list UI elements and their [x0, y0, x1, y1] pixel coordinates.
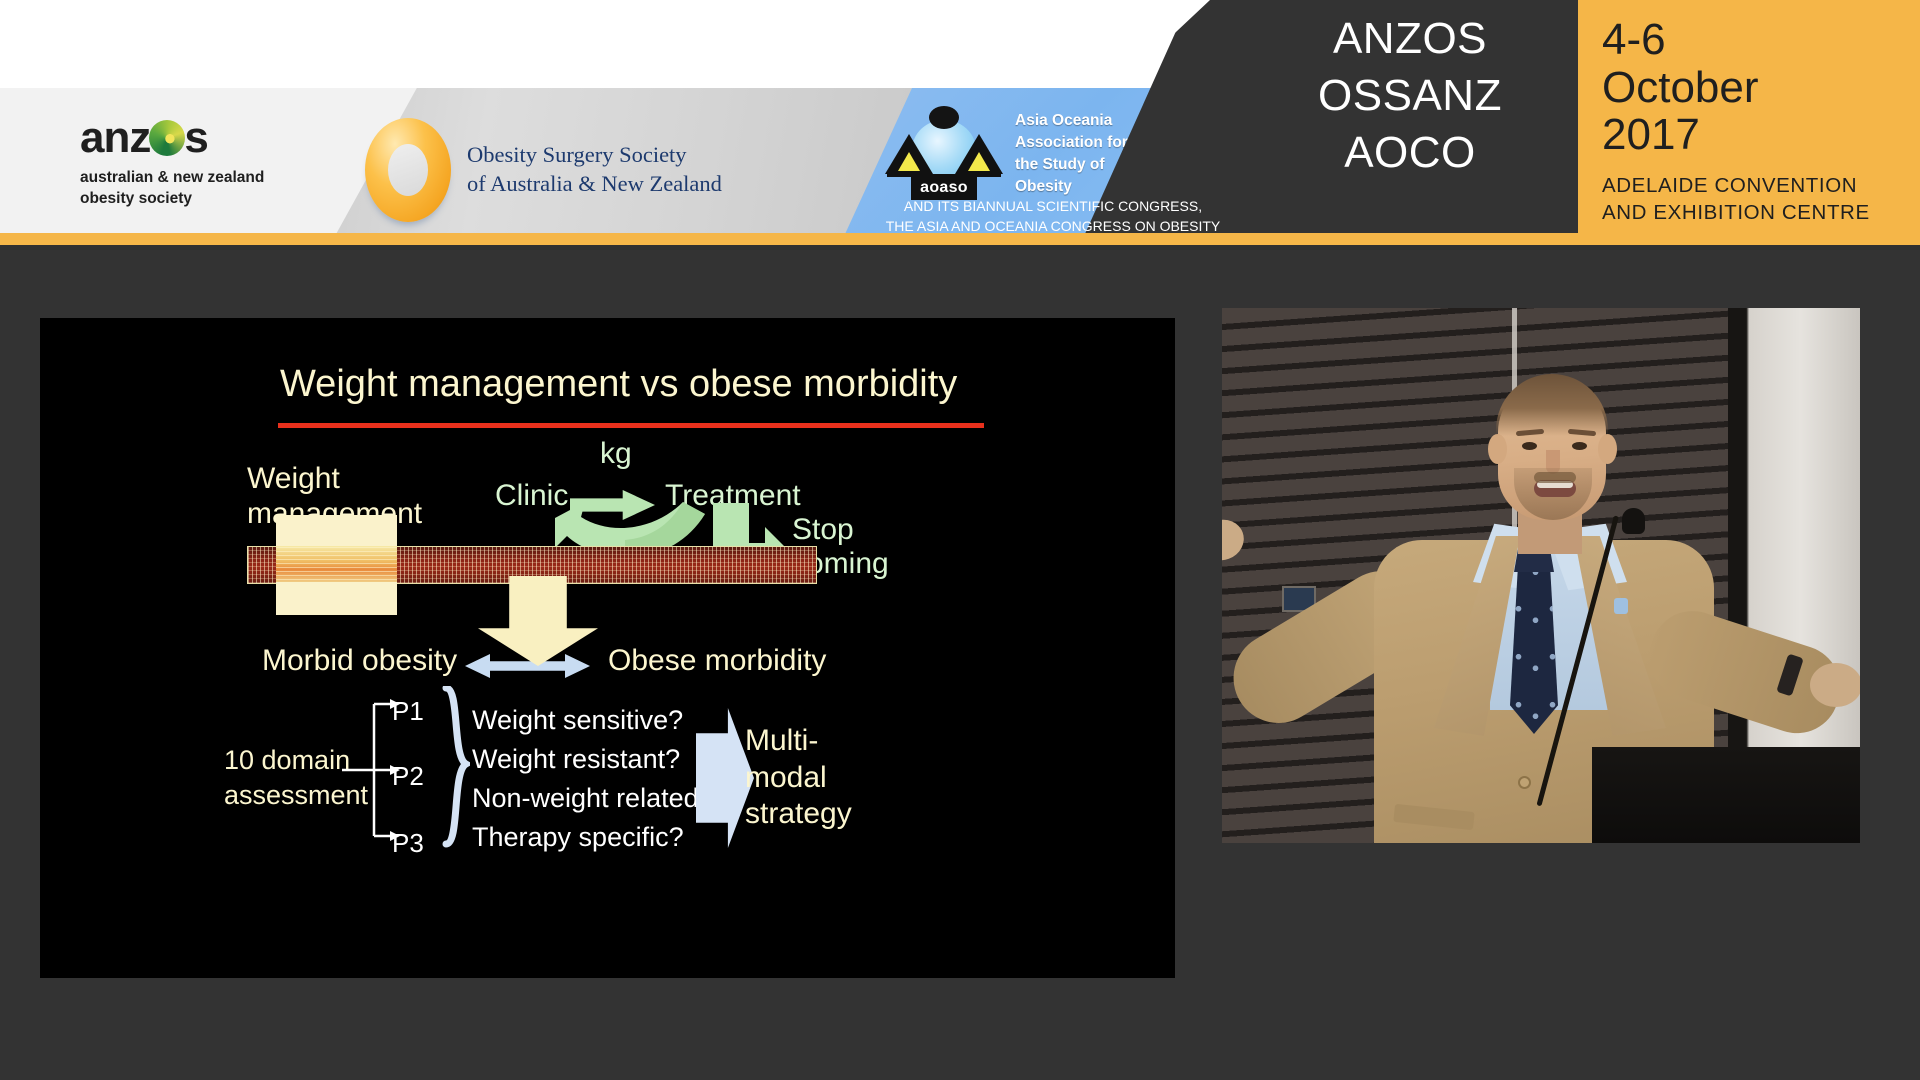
- title-band: [0, 0, 1100, 88]
- microphone-head: [1622, 508, 1645, 534]
- aoaso-triangle-inner-right: [968, 152, 990, 171]
- aoaso-head-shape: [929, 106, 959, 129]
- bar-cap-top: [276, 515, 397, 548]
- venue-line1: ADELAIDE CONVENTION: [1602, 174, 1858, 197]
- label-question-2: Weight resistant?: [472, 744, 681, 774]
- ossanz-logo-text: Obesity Surgery Society of Australia & N…: [467, 141, 722, 199]
- speaker-video-feed[interactable]: [1222, 308, 1860, 843]
- lectern: [1592, 747, 1860, 843]
- anzos-wordmark-part3: s: [184, 113, 209, 162]
- koru-spiral-icon: [149, 120, 186, 156]
- acronym-anzos: ANZOS: [1332, 14, 1488, 63]
- header-accent-rule: [0, 233, 1920, 245]
- speaker-teeth: [1537, 481, 1573, 488]
- aoaso-line4: Obesity: [1015, 178, 1072, 195]
- aoaso-plate-text: aoaso: [920, 179, 968, 196]
- congress-line2: THE ASIA AND OCEANIA CONGRESS ON OBESITY: [885, 218, 1221, 235]
- speaker-ear-left: [1488, 434, 1507, 464]
- aoaso-emblem-icon: aoaso: [885, 106, 1003, 202]
- speaker-jacket-button-1: [1518, 776, 1531, 789]
- venue-line2: AND EXHIBITION CENTRE: [1602, 201, 1870, 225]
- anzos-wordmark-part2: z: [129, 113, 151, 162]
- label-question-4: Therapy specific?: [472, 822, 684, 852]
- aoaso-logo-text: Asia Oceania Association for the Study o…: [1015, 106, 1128, 198]
- speaker-right-hand: [1810, 663, 1860, 707]
- speaker-eye-left: [1522, 442, 1537, 450]
- event-date-year: 2017: [1602, 110, 1700, 160]
- ossanz-logo: Obesity Surgery Society of Australia & N…: [365, 118, 722, 222]
- ossanz-line1: Obesity Surgery Society: [467, 142, 687, 168]
- label-phase-p3: P3: [392, 828, 424, 858]
- curly-brace-icon: [442, 686, 470, 848]
- label-morbid-obesity: Morbid obesity: [262, 644, 458, 677]
- severity-bar-highlight: [276, 546, 397, 584]
- event-date-block: 4-6 October 2017 ADELAIDE CONVENTION AND…: [1578, 0, 1920, 245]
- aoaso-line2: Association for: [1015, 134, 1128, 151]
- speaker-necktie: [1510, 554, 1558, 734]
- bar-cap-bottom: [276, 582, 397, 615]
- label-question-3: Non-weight related?: [472, 783, 714, 813]
- presentation-slide: Weight management vs obese morbidity Wei…: [40, 318, 1175, 978]
- acronym-aoco: AOCO: [1344, 128, 1476, 178]
- speaker-moustache: [1534, 472, 1576, 483]
- aoaso-baseline: [887, 174, 1001, 177]
- aoaso-line3: the Study of: [1015, 156, 1105, 173]
- event-date-month: October: [1602, 62, 1759, 112]
- speaker-ear-right: [1598, 434, 1617, 464]
- arrow-feedback-curve-icon: [555, 502, 705, 558]
- phase-connector-lines-icon: [342, 699, 400, 841]
- event-date-days: 4-6: [1602, 15, 1666, 64]
- label-phase-p2: P2: [392, 761, 424, 791]
- anzos-tagline-line1: australian & new zealand: [80, 169, 265, 186]
- arrow-down-yellow-icon: [478, 576, 598, 666]
- society-acronyms: ANZOS OSSANZ AOCO: [1295, 10, 1525, 182]
- aoaso-nameplate: aoaso: [911, 176, 977, 200]
- event-venue: ADELAIDE CONVENTION AND EXHIBITION CENTR…: [1602, 172, 1870, 226]
- speaker-lapel-pin: [1614, 598, 1628, 614]
- label-kg: kg: [600, 437, 632, 470]
- acronym-ossanz: OSSANZ: [1318, 71, 1502, 121]
- orange-ring-icon: [365, 118, 451, 222]
- ring-hole: [388, 144, 428, 196]
- ossanz-line2: of Australia & New Zealand: [467, 171, 722, 196]
- label-phase-p1: P1: [392, 696, 424, 726]
- aoaso-logo: aoaso Asia Oceania Association for the S…: [885, 106, 1128, 202]
- label-question-1: Weight sensitive?: [472, 705, 684, 735]
- anzos-wordmark-part1: an: [80, 113, 130, 162]
- label-obese-morbidity: Obese morbidity: [608, 644, 827, 677]
- anzos-tagline: australian & new zealand obesity society: [80, 168, 264, 210]
- aoaso-congress-subtitle: AND ITS BIANNUAL SCIENTIFIC CONGRESS, TH…: [818, 196, 1288, 237]
- aoaso-triangle-inner-left: [898, 152, 920, 171]
- content-area: Weight management vs obese morbidity Wei…: [0, 250, 1920, 1080]
- event-date: 4-6 October 2017: [1602, 16, 1759, 159]
- slide-title-underline: [278, 423, 984, 428]
- aoaso-line1: Asia Oceania: [1015, 112, 1113, 129]
- anzos-tagline-line2: obesity society: [80, 189, 192, 207]
- speaker-eye-right: [1572, 442, 1587, 450]
- label-clinic: Clinic: [495, 479, 569, 512]
- congress-line1: AND ITS BIANNUAL SCIENTIFIC CONGRESS,: [903, 198, 1203, 214]
- slide-title: Weight management vs obese morbidity: [280, 363, 958, 405]
